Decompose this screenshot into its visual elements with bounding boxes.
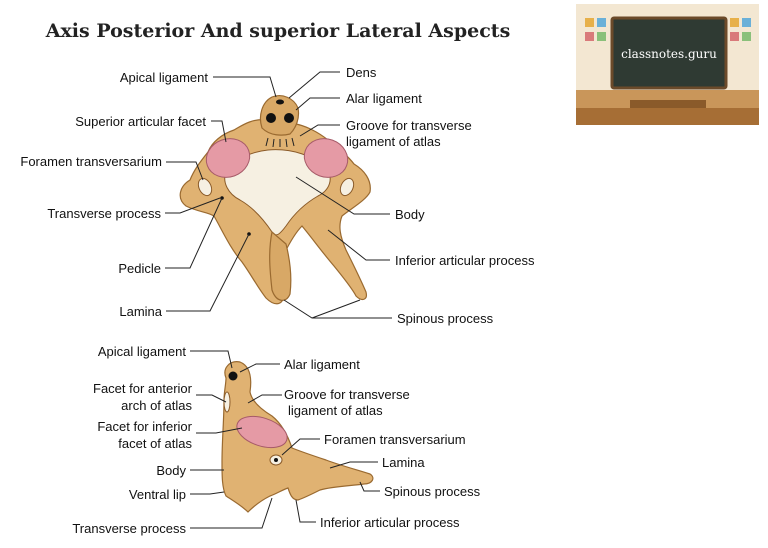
label-groove-lateral-line1: Groove for transverse [284,387,410,402]
label-foramen-transversarium: Foramen transversarium [20,154,162,169]
label-alar-ligament: Alar ligament [346,91,422,106]
logo-text: classnotes.guru [621,47,717,61]
label-facet-inferior-line2: facet of atlas [118,436,192,451]
page-title: Axis Posterior And superior Lateral Aspe… [45,20,511,42]
axis-posterior-view [180,96,370,304]
label-inferior-articular-process-lateral: Inferior articular process [320,515,460,530]
logo-image: classnotes.guru [576,4,759,125]
label-transverse-process: Transverse process [47,206,161,221]
label-superior-articular-facet: Superior articular facet [75,114,206,129]
label-facet-anterior-line2: arch of atlas [121,398,192,413]
label-lamina: Lamina [119,304,162,319]
label-dens: Dens [346,65,377,80]
label-apical-ligament: Apical ligament [120,70,209,85]
label-facet-inferior-line1: Facet for inferior [97,419,192,434]
label-spinous-process-lateral: Spinous process [384,484,481,499]
label-body: Body [395,207,425,222]
label-pedicle: Pedicle [118,261,161,276]
label-groove-line2: ligament of atlas [346,134,441,149]
label-foramen-transversarium-lateral: Foramen transversarium [324,432,466,447]
label-groove-lateral-line2: ligament of atlas [288,403,383,418]
label-ventral-lip: Ventral lip [129,487,186,502]
label-spinous-process: Spinous process [397,311,494,326]
label-transverse-process-lateral: Transverse process [72,521,186,536]
label-facet-anterior-line1: Facet for anterior [93,381,193,396]
label-alar-ligament-lateral: Alar ligament [284,357,360,372]
label-body-lateral: Body [156,463,186,478]
label-lamina-lateral: Lamina [382,455,425,470]
label-groove-line1: Groove for transverse [346,118,472,133]
label-apical-ligament-lateral: Apical ligament [98,344,187,359]
label-inferior-articular-process: Inferior articular process [395,253,535,268]
